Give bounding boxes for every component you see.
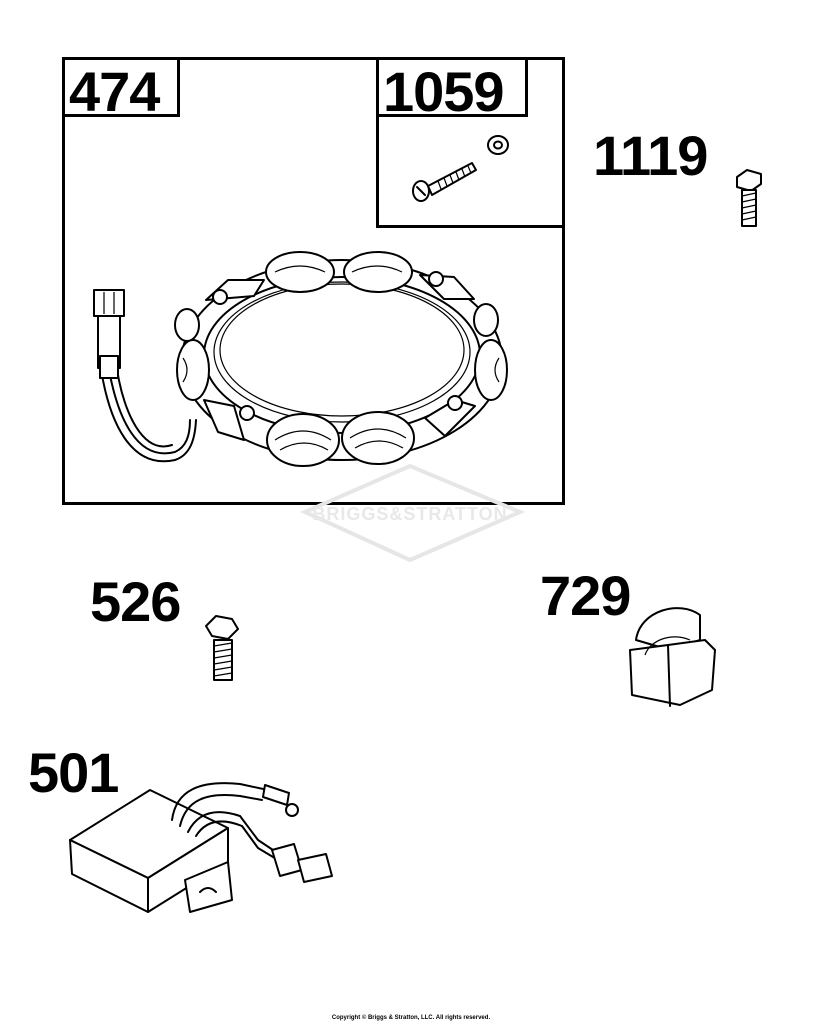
- mounting-tabs: [203, 271, 476, 441]
- callout-526[interactable]: 526: [90, 570, 181, 633]
- watermark-text: BRIGGS&STRATTON: [312, 504, 507, 524]
- stator-panel: [62, 57, 565, 505]
- callout-1059: 1059: [383, 60, 505, 123]
- screw: [412, 162, 477, 202]
- stator-lead-connector: [93, 289, 197, 463]
- callout-474-box[interactable]: 474: [62, 57, 180, 123]
- callout-474: 474: [69, 60, 160, 123]
- stator-coils: [174, 251, 508, 467]
- callout-501[interactable]: 501: [28, 741, 119, 804]
- callout-1059-box[interactable]: 1059: [376, 57, 528, 123]
- callout-1119[interactable]: 1119: [593, 124, 708, 187]
- callout-729[interactable]: 729: [540, 564, 631, 627]
- washer: [487, 135, 509, 155]
- copyright-text: Copyright © Briggs & Stratton, LLC. All …: [331, 1015, 491, 1021]
